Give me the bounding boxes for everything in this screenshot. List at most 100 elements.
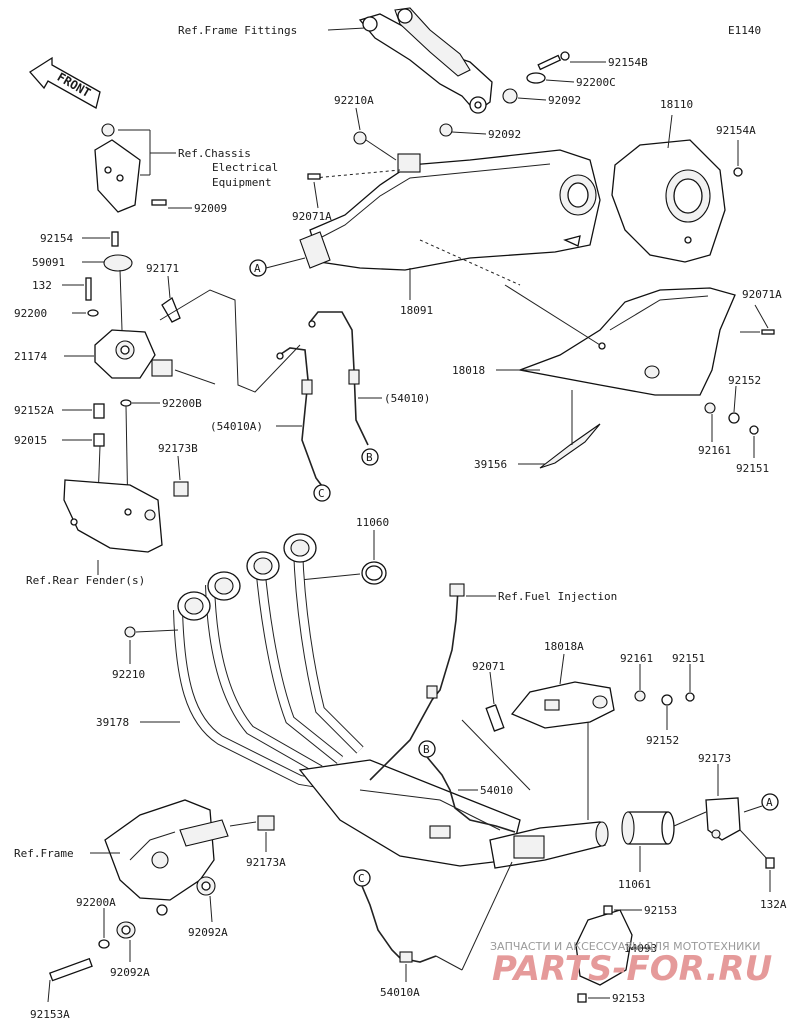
label-11060: 11060 xyxy=(356,516,389,529)
svg-text:A: A xyxy=(254,262,261,275)
label-92092a-right: 92092A xyxy=(188,926,228,939)
o2-sensor-54010a xyxy=(361,885,437,963)
collar-92152-right xyxy=(728,412,740,424)
label-92153-top: 92153 xyxy=(644,904,677,917)
label-92210a: 92210A xyxy=(334,94,374,107)
label-92173b: 92173B xyxy=(158,442,198,455)
heat-guard-18018 xyxy=(517,287,736,396)
bolt-92071a-left xyxy=(307,173,321,180)
label-92151-low: 92151 xyxy=(672,652,705,665)
label-92210: 92210 xyxy=(112,668,145,681)
label-ref-frame: Ref.Frame xyxy=(14,847,74,860)
link-pipe xyxy=(489,821,609,869)
label-59091: 59091 xyxy=(32,256,65,269)
label-92153-bottom: 92153 xyxy=(612,992,645,1005)
nut-92092-mid xyxy=(439,123,453,137)
watermark-tagline: ЗАПЧАСТИ И АКСЕССУАРЫ ДЛЯ МОТОТЕХНИКИ xyxy=(490,940,760,953)
o2-sensor-54010 xyxy=(426,756,516,833)
label-92092-top: 92092 xyxy=(548,94,581,107)
screw-92009 xyxy=(151,199,167,206)
washer-92200 xyxy=(87,309,99,317)
label-92152-low: 92152 xyxy=(646,734,679,747)
callout-a-lower xyxy=(761,793,779,811)
frame-bracket-lower xyxy=(104,799,229,901)
svg-text:C: C xyxy=(358,872,365,885)
watermark-logo: PARTS-FOR.RU xyxy=(492,949,772,989)
washer-92200a xyxy=(98,939,110,949)
cable-route-lines xyxy=(159,289,301,393)
valve-actuator-21174 xyxy=(94,329,173,379)
muffler-18091 xyxy=(299,149,601,271)
frame-fitting-bracket xyxy=(358,7,493,114)
label-92171: 92171 xyxy=(146,262,179,275)
label-92151-right: 92151 xyxy=(736,462,769,475)
bolt-92153a xyxy=(49,957,93,982)
label-ref-fuel-injection: Ref.Fuel Injection xyxy=(498,590,617,603)
washer-92200b xyxy=(120,399,132,407)
clip-92171 xyxy=(161,296,181,323)
label-92071: 92071 xyxy=(472,660,505,673)
label-ref-chassis-2: Electrical xyxy=(212,161,278,174)
rear-fender-panel xyxy=(63,479,163,553)
label-21174: 21174 xyxy=(14,350,47,363)
label-14093: 14093 xyxy=(624,942,657,955)
label-11061: 11061 xyxy=(618,878,651,891)
callout-b-upper xyxy=(361,448,379,466)
watermark: ЗАПЧАСТИ И АКСЕССУАРЫ ДЛЯ МОТОТЕХНИКИ PA… xyxy=(490,940,772,989)
label-92092-mid: 92092 xyxy=(488,128,521,141)
muffler-cover-18110 xyxy=(611,139,726,263)
label-ref-chassis-1: Ref.Chassis xyxy=(178,147,251,160)
label-92071a-left: 92071A xyxy=(292,210,332,223)
bolt-92153-bottom xyxy=(577,993,587,1003)
svg-text:C: C xyxy=(318,487,325,500)
clamp-92173b xyxy=(173,481,189,497)
washer-92200c xyxy=(526,72,546,84)
svg-text:A: A xyxy=(766,796,773,809)
grommet-92015 xyxy=(93,433,105,447)
front-arrow: FRONT xyxy=(29,56,101,109)
label-92071a-right: 92071A xyxy=(742,288,782,301)
bolt-132a xyxy=(765,857,775,869)
label-92154a: 92154A xyxy=(716,124,756,137)
label-18018: 18018 xyxy=(452,364,485,377)
bolt-92071a-right xyxy=(761,329,775,335)
grommet-92161-right xyxy=(704,402,716,414)
label-92092a-left: 92092A xyxy=(110,966,150,979)
label-92200a: 92200A xyxy=(76,896,116,909)
o2-sensor-lead-54010 xyxy=(308,311,369,446)
nut-59091 xyxy=(103,254,133,272)
label-132a: 132A xyxy=(760,898,787,911)
nut-92210a xyxy=(353,131,367,145)
label-132: 132 xyxy=(32,279,52,292)
bolt-92151-low xyxy=(685,692,695,702)
collar-92152a xyxy=(93,403,105,419)
label-92173: 92173 xyxy=(698,752,731,765)
label-92153a: 92153A xyxy=(30,1008,70,1021)
label-92161-right: 92161 xyxy=(698,444,731,457)
label-92015: 92015 xyxy=(14,434,47,447)
chassis-bracket xyxy=(94,123,141,213)
heat-shield-14093 xyxy=(575,909,633,986)
bolt-132 xyxy=(85,277,92,301)
svg-text:B: B xyxy=(423,743,430,756)
clamp-92173 xyxy=(705,797,741,841)
label-ref-chassis-3: Equipment xyxy=(212,176,272,189)
nut-92092-top xyxy=(502,88,518,104)
bolt-92154b xyxy=(537,51,570,71)
label-92200c: 92200C xyxy=(576,76,616,89)
label-92009: 92009 xyxy=(194,202,227,215)
gasket-39156 xyxy=(539,423,601,469)
label-39156: 39156 xyxy=(474,458,507,471)
label-92200b: 92200B xyxy=(162,397,202,410)
label-ref-rear-fender: Ref.Rear Fender(s) xyxy=(26,574,145,587)
label-18091: 18091 xyxy=(400,304,433,317)
label-92152-right: 92152 xyxy=(728,374,761,387)
label-92173a: 92173A xyxy=(246,856,286,869)
label-54010a: 54010A xyxy=(380,986,420,999)
bolt-92153-top xyxy=(603,905,613,915)
callout-c-upper xyxy=(313,484,331,502)
bolt-92154a xyxy=(733,167,743,177)
label-54010-upper: (54010) xyxy=(384,392,430,405)
label-92152a: 92152A xyxy=(14,404,54,417)
